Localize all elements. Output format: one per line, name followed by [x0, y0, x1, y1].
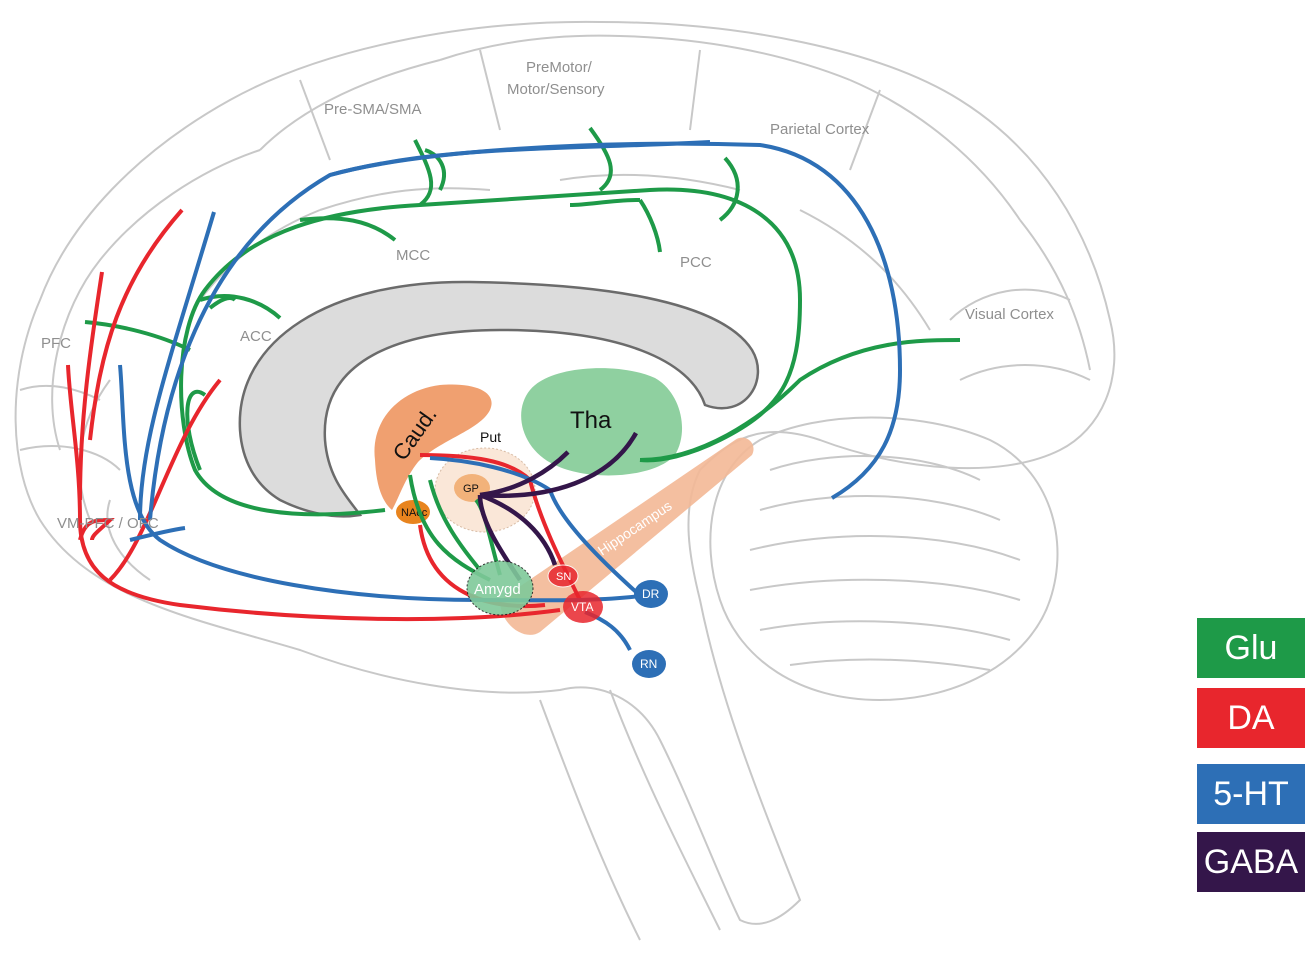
amygdala — [466, 560, 534, 616]
premotor-label-1: PreMotor/ — [526, 59, 593, 76]
dr-label: DR — [642, 587, 660, 601]
dorsal-raphe — [634, 580, 668, 608]
legend-da: DA — [1197, 688, 1305, 748]
pfc-label: PFC — [41, 335, 71, 352]
sn-label: SN — [556, 571, 571, 583]
corpus-callosum — [238, 280, 760, 518]
serotonin-pathways — [118, 140, 903, 651]
thalamus — [521, 368, 683, 476]
putamen-label: Put — [480, 429, 501, 445]
premotor-label-2: Motor/Sensory — [507, 81, 605, 98]
pre-sma-label: Pre-SMA/SMA — [324, 101, 422, 118]
amygdala-label: Amygd — [474, 581, 521, 598]
vta-label: VTA — [571, 600, 593, 614]
raphe-nuclei — [632, 650, 666, 678]
vta — [563, 591, 603, 623]
thalamus-label: Tha — [570, 407, 612, 434]
acc-label: ACC — [240, 328, 272, 345]
caudate — [374, 384, 492, 510]
rn-label: RN — [640, 657, 657, 671]
brain-outline — [14, 20, 1116, 941]
substantia-nigra — [547, 564, 579, 588]
legend-gaba: GABA — [1197, 832, 1305, 892]
mcc-label: MCC — [396, 247, 430, 264]
vmpfc-label: VM-PFC / OFC — [57, 515, 159, 532]
cerebellum — [709, 416, 1059, 702]
pcc-label: PCC — [680, 254, 712, 271]
glutamate-pathways — [84, 126, 961, 582]
gp-label: GP — [463, 483, 479, 495]
legend-glu: Glu — [1197, 618, 1305, 678]
visual-label: Visual Cortex — [965, 306, 1054, 323]
legend-5ht: 5-HT — [1197, 764, 1305, 824]
parietal-label: Parietal Cortex — [770, 121, 870, 138]
